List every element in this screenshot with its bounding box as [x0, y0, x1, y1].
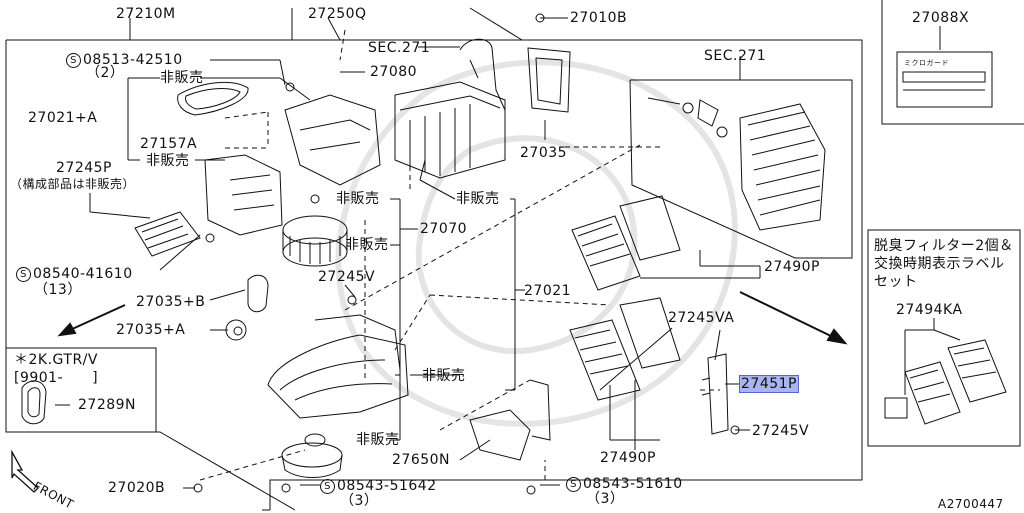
label-27494KA: 27494KA	[896, 302, 963, 318]
label-27021A: 27021+A	[28, 110, 98, 126]
label-08543-b: 08543-51610	[583, 476, 683, 492]
label-not-for-sale-4: 非販売	[336, 191, 380, 207]
direction-arrows	[57, 291, 848, 345]
label-27080: 27080	[370, 64, 418, 80]
label-08513-qty: （2）	[86, 65, 125, 81]
label-27490P-top: 27490P	[764, 259, 820, 275]
filter-panel-27245P	[134, 211, 201, 257]
label-box-27088X	[881, 0, 1024, 125]
label-not-for-sale-5: 非販売	[345, 237, 389, 253]
screws	[193, 13, 740, 495]
blower-fan	[282, 215, 348, 267]
label-27035A: 27035+A	[116, 322, 186, 338]
label-27210M: 27210M	[116, 6, 176, 22]
seal-27289N	[21, 380, 47, 425]
label-27289N: 27289N	[78, 397, 137, 413]
aircon-unit	[394, 81, 506, 179]
filter-set-upper-27490P	[571, 195, 681, 291]
label-27245V-bot: 27245V	[752, 423, 810, 439]
gasket-27157A	[177, 81, 249, 116]
label-08540-qty: （13）	[34, 282, 82, 298]
label-not-for-sale: 非販売	[160, 70, 204, 86]
variant-box	[6, 347, 157, 432]
s-mark: S	[16, 266, 31, 282]
filter-set-title-2: 交換時期表示ラベル	[874, 256, 1005, 272]
label-27250Q: 27250Q	[308, 6, 367, 22]
label-27650N: 27650N	[392, 452, 451, 468]
label-27451P: 27451P	[739, 375, 799, 393]
watermark-emblem	[335, 59, 738, 427]
label-holder-27451P	[701, 353, 729, 435]
assembly-frame	[5, 7, 863, 511]
label-27490P-bot: 27490P	[600, 450, 656, 466]
filter-set-box	[867, 229, 1021, 447]
label-08513: 08513-42510	[83, 52, 183, 68]
blower-case-upper	[284, 94, 381, 186]
label-sticker-text: ミクロガード	[904, 59, 949, 67]
pipe-bracket	[459, 38, 506, 111]
evaporator-box	[629, 79, 853, 259]
label-sec271-b: SEC.271	[704, 48, 767, 64]
label-27021: 27021	[524, 283, 572, 299]
label-27088X: 27088X	[912, 10, 970, 26]
intake-housing	[204, 154, 283, 236]
seal-frame-27035	[527, 47, 571, 113]
label-27020B: 27020B	[108, 480, 166, 496]
label-27035B: 27035+B	[136, 294, 206, 310]
filter-set-title-1: 脱臭フィルター2個＆	[874, 238, 1014, 254]
blower-motor	[281, 433, 343, 478]
variant-note-2: [9901- ]	[14, 370, 99, 386]
leader-lines	[55, 17, 961, 489]
label-sec271-a: SEC.271	[368, 40, 431, 56]
label-27070: 27070	[420, 221, 468, 237]
label-27245P: 27245P	[56, 160, 112, 176]
deodorizer-filters	[884, 339, 1007, 425]
variant-note-1: ＊2K.GTR/V	[14, 352, 98, 368]
label-27245VA: 27245VA	[668, 310, 735, 326]
label-27245V-top: 27245V	[318, 269, 376, 285]
label-08543-a-qty: （3）	[340, 493, 379, 509]
label-27035: 27035	[520, 145, 568, 161]
s-mark: S	[320, 478, 335, 494]
filter-set-lower-27490P	[569, 297, 681, 401]
grommet-27035A	[225, 319, 247, 341]
label-27157A: 27157A	[140, 136, 198, 152]
label-08543-b-qty: （3）	[586, 491, 625, 507]
label-not-for-sale-6: 非販売	[422, 368, 466, 384]
evaporator-core	[739, 103, 826, 231]
label-27245P-note: （構成部品は非販売）	[10, 177, 136, 191]
diagram-id: A2700447	[938, 497, 1004, 511]
seal-27035B	[247, 274, 269, 313]
label-27010B: 27010B	[570, 10, 628, 26]
label-sticker-27088X	[896, 51, 993, 108]
front-arrow-icon	[11, 449, 39, 493]
label-not-for-sale-2: 非販売	[146, 153, 190, 169]
duct-27650N	[469, 379, 551, 461]
s-mark: S	[66, 52, 81, 68]
filter-set-title-3: セット	[874, 274, 918, 290]
label-not-for-sale-3: 非販売	[456, 191, 500, 207]
label-not-for-sale-7: 非販売	[356, 432, 400, 448]
label-08540: 08540-41610	[33, 266, 133, 282]
highlighted-part: 27451P	[739, 375, 799, 393]
s-mark: S	[566, 476, 581, 492]
blower-case-lower	[267, 314, 409, 419]
label-08543-a: 08543-51642	[337, 478, 437, 494]
expansion-valve-parts	[647, 97, 728, 138]
